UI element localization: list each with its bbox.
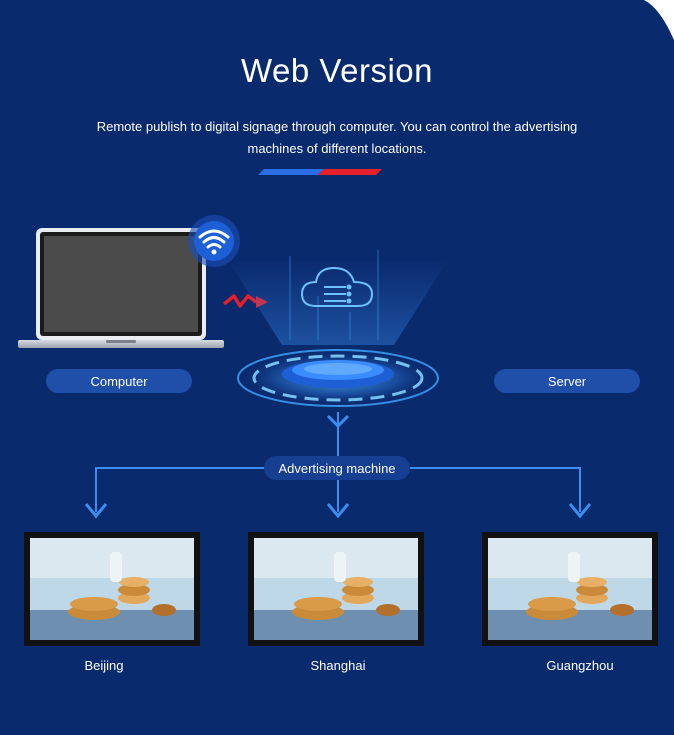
server-platform bbox=[228, 250, 448, 407]
advertising-screen-beijing bbox=[24, 532, 200, 646]
page-subtitle: Remote publish to digital signage throug… bbox=[96, 119, 578, 156]
laptop-icon bbox=[18, 228, 224, 348]
advertising-screen-guangzhou bbox=[482, 532, 658, 646]
location-label-beijing: Beijing bbox=[84, 658, 124, 673]
wifi-icon bbox=[188, 215, 240, 267]
server-label: Server bbox=[494, 369, 640, 393]
computer-label: Computer bbox=[46, 369, 192, 393]
location-label-shanghai: Shanghai bbox=[310, 658, 366, 673]
signal-arrow-icon bbox=[222, 294, 268, 308]
cloud-icon bbox=[300, 266, 374, 307]
corner-decoration bbox=[644, 0, 674, 40]
accent-divider bbox=[258, 169, 382, 175]
advertising-machine-label: Advertising machine bbox=[264, 456, 410, 480]
page-title: Web Version bbox=[241, 52, 433, 89]
advertising-screen-shanghai bbox=[248, 532, 424, 646]
location-label-guangzhou: Guangzhou bbox=[546, 658, 614, 673]
